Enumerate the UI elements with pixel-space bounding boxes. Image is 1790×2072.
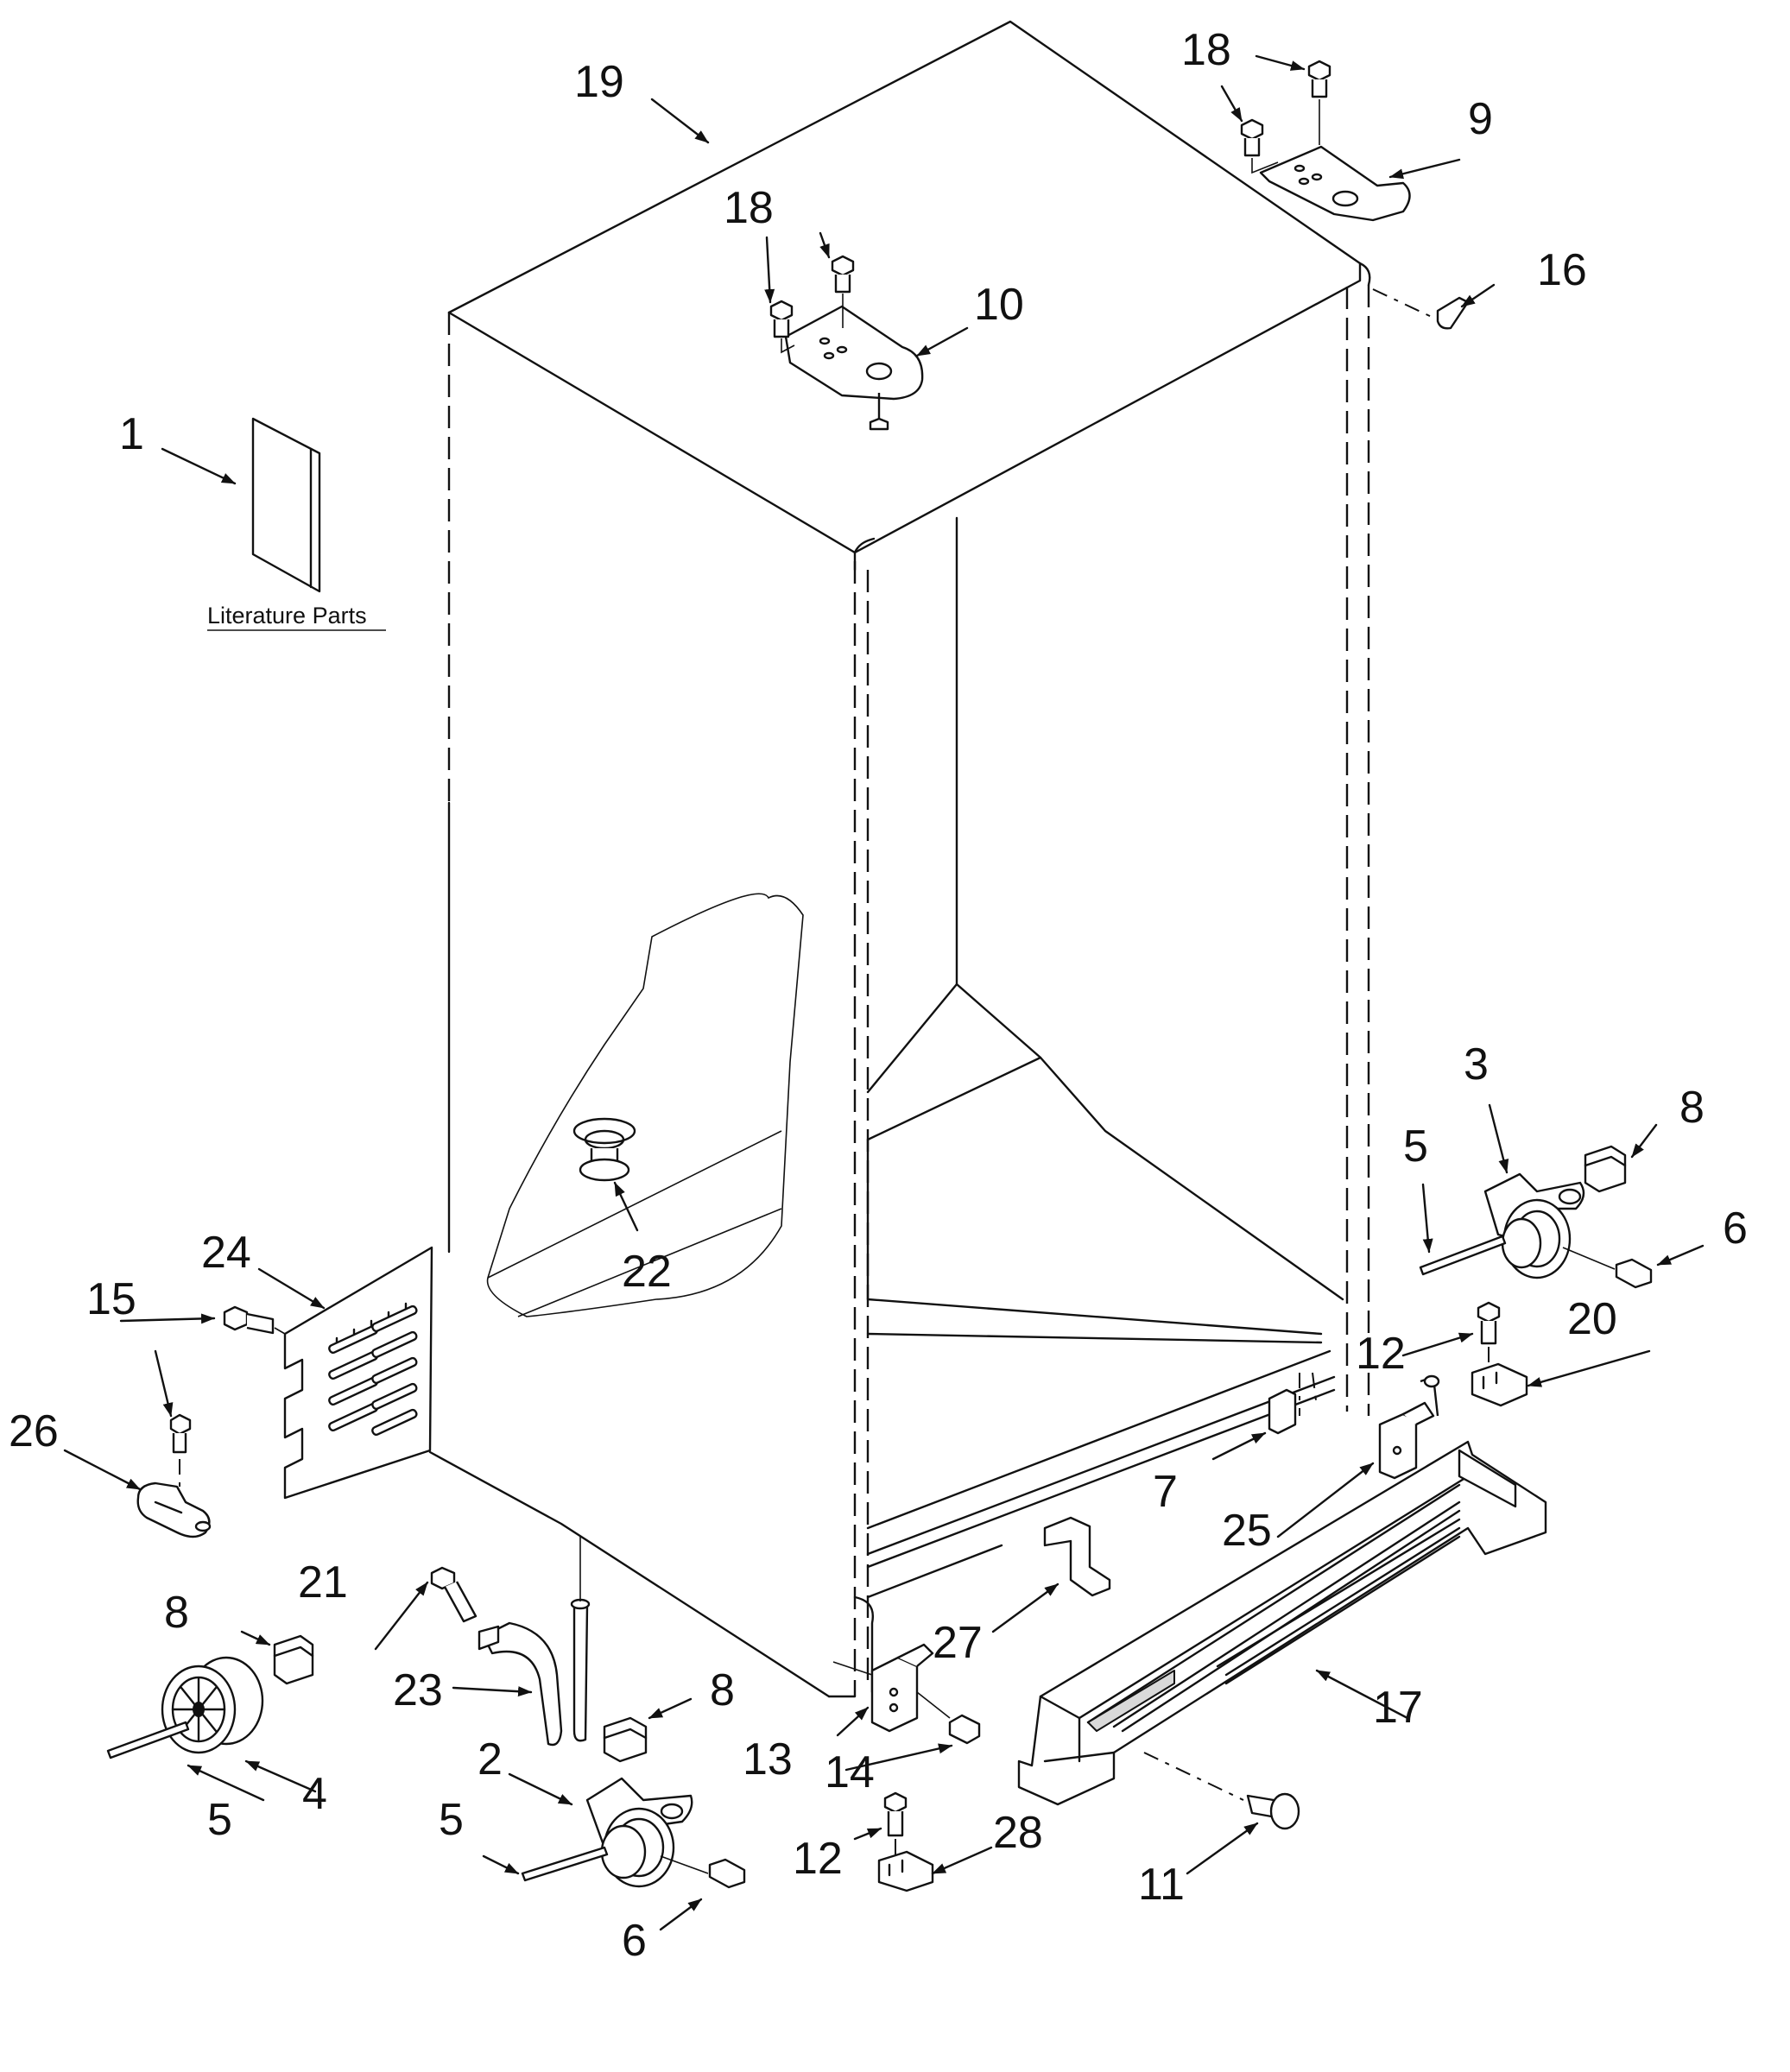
drain-tube-part-23 [478, 1537, 591, 1747]
callout-5-a: 5 [207, 1795, 232, 1845]
screw-part-6-b [1562, 1247, 1653, 1289]
damper-part-22 [572, 1117, 636, 1182]
callout-20: 20 [1567, 1294, 1617, 1344]
callout-7: 7 [1153, 1467, 1178, 1517]
screw-part-14 [916, 1691, 981, 1745]
callout-17: 17 [1373, 1683, 1423, 1733]
callout-5-c: 5 [1403, 1121, 1428, 1172]
callout-8-b: 8 [710, 1665, 735, 1715]
callout-24: 24 [201, 1228, 251, 1278]
screw-part-15 [223, 1305, 286, 1335]
callout-3: 3 [1464, 1039, 1489, 1090]
screw-part-6-a [660, 1855, 746, 1889]
clip-part-28 [877, 1850, 934, 1892]
callout-18-b: 18 [724, 183, 774, 233]
pin-part-5-b [521, 1846, 609, 1882]
callout-28: 28 [993, 1808, 1043, 1858]
callout-14: 14 [825, 1747, 875, 1797]
callout-8-c: 8 [1679, 1083, 1705, 1133]
callout-12-b: 12 [1356, 1329, 1406, 1379]
screw-part-12-a [883, 1791, 908, 1856]
callout-18-a: 18 [1181, 25, 1231, 75]
hinge-part-9 [1259, 145, 1411, 222]
cutaway-view [486, 893, 804, 1317]
callout-labels: 1 2 3 4 5 5 5 6 6 7 8 8 8 9 10 11 12 12 … [9, 25, 1748, 1966]
callout-4: 4 [302, 1769, 327, 1819]
callout-5-b: 5 [439, 1795, 464, 1845]
clip-part-20 [1471, 1362, 1528, 1407]
callout-11: 11 [1138, 1860, 1185, 1910]
callout-16: 16 [1537, 245, 1587, 295]
screw-part-18-b [1240, 118, 1279, 174]
pin-part-5-c [1419, 1235, 1507, 1276]
callout-22: 22 [622, 1247, 672, 1297]
callout-6-a: 6 [622, 1916, 647, 1966]
screw-part-18-c [831, 255, 855, 328]
bracket-part-27 [1043, 1516, 1111, 1597]
leader-16-dash [1372, 288, 1434, 319]
literature-parts-caption: Literature Parts [207, 603, 367, 629]
screw-part-18-a [1307, 60, 1331, 145]
callout-25: 25 [1222, 1506, 1272, 1556]
clip-part-26 [136, 1481, 212, 1538]
callout-21: 21 [298, 1557, 348, 1608]
callout-12-a: 12 [793, 1834, 843, 1884]
leader-arrows [63, 54, 1705, 1931]
hinge-part-10 [784, 305, 924, 431]
callout-9: 9 [1468, 94, 1493, 144]
bracket-part-7 [1268, 1372, 1318, 1435]
bracket-part-13 [832, 1643, 934, 1733]
pad-part-8-c [1584, 1145, 1627, 1193]
callout-6-b: 6 [1723, 1203, 1748, 1254]
callout-10: 10 [974, 280, 1024, 330]
callout-23: 23 [393, 1665, 443, 1715]
plug-part-16 [1436, 296, 1470, 330]
toe-grille-part-17 [1017, 1440, 1547, 1806]
screw-part-18-d [769, 300, 795, 354]
callout-27: 27 [933, 1618, 983, 1668]
screw-part-21 [430, 1566, 478, 1623]
grille-part-24 [283, 1246, 433, 1500]
callout-19: 19 [574, 57, 624, 107]
bracket-part-25 [1378, 1374, 1440, 1480]
literature-part-1 [251, 417, 321, 593]
callout-2: 2 [478, 1734, 503, 1785]
callout-1: 1 [119, 409, 144, 459]
cabinet-body [428, 20, 1371, 1698]
roller-part-3 [1483, 1172, 1585, 1279]
callout-13: 13 [743, 1734, 793, 1785]
pad-part-8-b [603, 1716, 648, 1763]
pin-part-5-a [106, 1721, 190, 1759]
callout-15: 15 [86, 1274, 136, 1324]
screw-part-11 [1143, 1752, 1300, 1830]
wheel-part-4 [161, 1656, 264, 1754]
screw-part-12-b [1477, 1301, 1501, 1368]
callout-8-a: 8 [164, 1588, 189, 1638]
callout-26: 26 [9, 1406, 59, 1456]
pad-part-8-a [273, 1634, 314, 1685]
roller-part-2 [585, 1777, 693, 1888]
